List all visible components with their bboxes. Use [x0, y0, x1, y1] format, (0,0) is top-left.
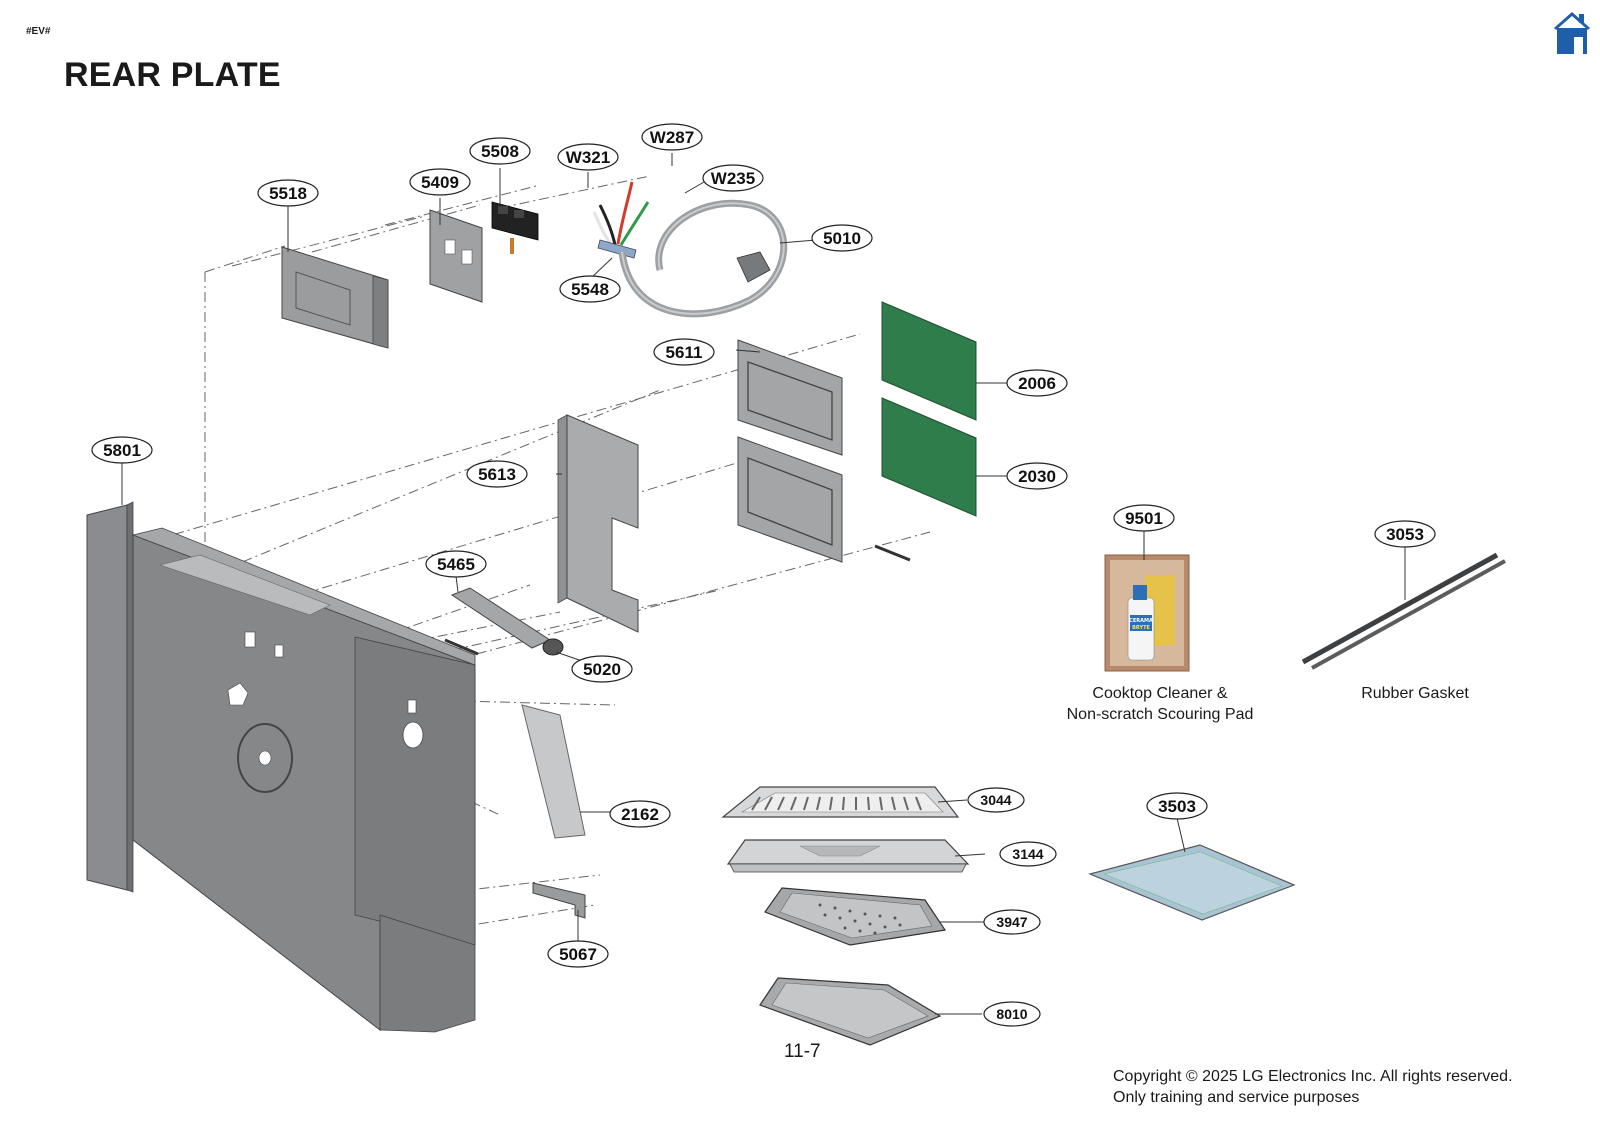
callout-9501[interactable]: 9501 [1113, 504, 1175, 532]
callout-5508[interactable]: 5508 [469, 137, 531, 165]
callout-3144[interactable]: 3144 [999, 841, 1057, 867]
callout-labels: 5518 5409 5508 W321 W287 W235 5010 5548 … [91, 123, 1436, 1027]
gasket-caption: Rubber Gasket [1361, 685, 1469, 702]
oven-rack-part [721, 786, 960, 818]
callout-5020[interactable]: 5020 [571, 655, 633, 683]
svg-text:5518: 5518 [269, 184, 307, 203]
svg-text:2030: 2030 [1018, 467, 1056, 486]
callout-5518[interactable]: 5518 [257, 179, 319, 207]
callout-3053[interactable]: 3053 [1374, 520, 1436, 548]
broil-pan-part [726, 839, 970, 873]
svg-text:W235: W235 [711, 169, 755, 188]
svg-text:5613: 5613 [478, 465, 516, 484]
callout-5067[interactable]: 5067 [547, 940, 609, 968]
callout-5010[interactable]: 5010 [811, 224, 873, 252]
mounting-plate-part [429, 209, 483, 303]
callout-5548[interactable]: 5548 [559, 275, 621, 303]
svg-text:5548: 5548 [571, 280, 609, 299]
terminal-block-part [491, 201, 539, 254]
svg-text:2006: 2006 [1018, 374, 1056, 393]
callout-2006[interactable]: 2006 [1006, 369, 1068, 397]
callout-3044[interactable]: 3044 [967, 787, 1025, 813]
page-title: REAR PLATE [64, 56, 281, 94]
package-label-line-1: CERAMA [1129, 618, 1153, 624]
home-button[interactable] [1552, 10, 1592, 56]
callout-5801[interactable]: 5801 [91, 436, 153, 464]
cord-clamp-part [597, 239, 637, 259]
svg-text:5010: 5010 [823, 229, 861, 248]
svg-text:5465: 5465 [437, 555, 475, 574]
copyright-notice: Copyright © 2025 LG Electronics Inc. All… [1113, 1066, 1513, 1108]
svg-text:3503: 3503 [1158, 797, 1196, 816]
vertical-bracket-part [557, 414, 639, 633]
callout-5409[interactable]: 5409 [409, 168, 471, 196]
svg-text:W287: W287 [650, 128, 694, 147]
circuit-boards [881, 301, 977, 517]
callout-W235[interactable]: W235 [702, 164, 764, 192]
rear-plate-part [86, 501, 476, 1033]
callout-2030[interactable]: 2030 [1006, 462, 1068, 490]
clip-part [532, 882, 586, 919]
cleaner-caption: Cooktop Cleaner & Non-scratch Scouring P… [1040, 683, 1280, 725]
mesh-tray-part [1088, 844, 1296, 921]
callout-5613[interactable]: 5613 [466, 460, 528, 488]
callout-5465[interactable]: 5465 [425, 550, 487, 578]
cleaner-caption-line-1: Cooktop Cleaner & [1092, 685, 1228, 702]
insulation-part [521, 704, 586, 839]
pcb-cover-parts [737, 339, 843, 563]
svg-text:5801: 5801 [103, 441, 141, 460]
callout-8010[interactable]: 8010 [983, 1001, 1041, 1027]
cleaner-caption-line-2: Non-scratch Scouring Pad [1066, 706, 1254, 723]
leader-lines [121, 153, 1406, 1015]
wire-harness [592, 181, 650, 248]
perforated-pan-part [764, 887, 947, 946]
svg-text:9501: 9501 [1125, 509, 1163, 528]
callout-5611[interactable]: 5611 [653, 338, 715, 366]
svg-text:3053: 3053 [1386, 525, 1424, 544]
svg-text:5409: 5409 [421, 173, 459, 192]
callout-W321[interactable]: W321 [557, 143, 619, 171]
home-icon [1554, 12, 1590, 54]
callout-2162[interactable]: 2162 [609, 800, 671, 828]
callout-3503[interactable]: 3503 [1146, 792, 1208, 820]
svg-text:5067: 5067 [559, 945, 597, 964]
bushing-part [542, 638, 564, 656]
copyright-line-1: Copyright © 2025 LG Electronics Inc. All… [1113, 1068, 1513, 1085]
callout-W287[interactable]: W287 [641, 123, 703, 151]
page-number: 11-7 [784, 1041, 821, 1062]
flat-pan-part [759, 977, 942, 1046]
power-plug-part [736, 251, 771, 283]
package-label-line-2: BRYTE [1132, 625, 1150, 631]
svg-text:3144: 3144 [1012, 846, 1043, 862]
svg-text:5508: 5508 [481, 142, 519, 161]
svg-text:W321: W321 [566, 148, 610, 167]
ev-tag: #EV# [26, 26, 51, 37]
cleaner-package-part: CERAMA BRYTE [1104, 554, 1190, 672]
svg-text:5020: 5020 [583, 660, 621, 679]
svg-text:3044: 3044 [980, 792, 1011, 808]
svg-text:8010: 8010 [996, 1006, 1027, 1022]
svg-text:5611: 5611 [666, 343, 703, 362]
rubber-gasket-part [1301, 552, 1506, 670]
terminal-bracket-part [281, 246, 389, 349]
svg-text:2162: 2162 [621, 805, 659, 824]
callout-3947[interactable]: 3947 [983, 909, 1041, 935]
copyright-line-2: Only training and service purposes [1113, 1089, 1360, 1106]
svg-text:3947: 3947 [996, 914, 1027, 930]
